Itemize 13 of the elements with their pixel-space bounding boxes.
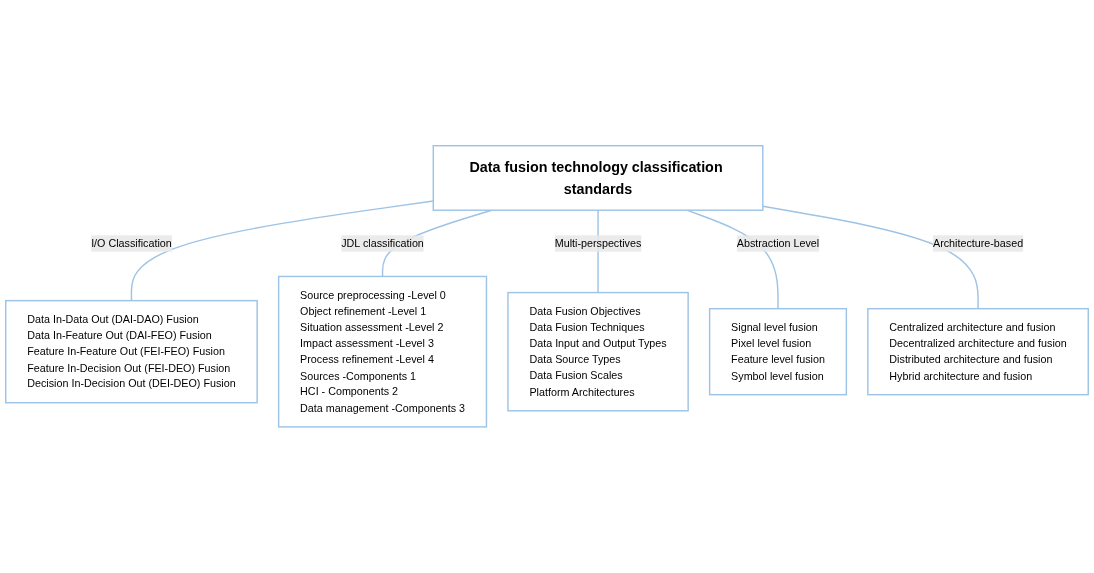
edge-label: Architecture-based xyxy=(932,236,1024,250)
node-box: Source preprocessing -Level 0 Object refinement -Level 1 Situation assessment -Level 2 Impact assessment -Level 3 Process refinement -Level 4 Sources -Components 1 HCI - Components 2 Data management -Components 3 xyxy=(277,275,488,428)
connector xyxy=(130,200,434,302)
node-box: Data In-Data Out (DAI-DAO) Fusion Data In-Feature Out (DAI-FEO) Fusion Feature In-Feature Out (FEI-FEO) Fusion Feature In-Decision Out (FEI-DEO) Fusion Decision In-Decision Out (DEI-DEO) Fusion xyxy=(5,300,258,404)
edge-label: I/O Classification xyxy=(91,236,172,250)
edge-label: JDL classification xyxy=(341,236,424,250)
node-box: Data Fusion Objectives Data Fusion Techniques Data Input and Output Types Data Source Types Data Fusion Scales Platform Architectures xyxy=(507,292,689,412)
connector xyxy=(762,205,979,310)
node-box: Data fusion technology classification standards xyxy=(432,145,764,212)
edge-label: Multi-perspectives xyxy=(554,236,642,250)
edge-label: Abstraction Level xyxy=(736,236,820,250)
node-box: Centralized architecture and fusion Decentralized architecture and fusion Distributed architecture and fusion Hybrid architecture and fusion xyxy=(867,308,1089,396)
node-box: Signal level fusion Pixel level fusion Feature level fusion Symbol level fusion xyxy=(708,308,848,396)
